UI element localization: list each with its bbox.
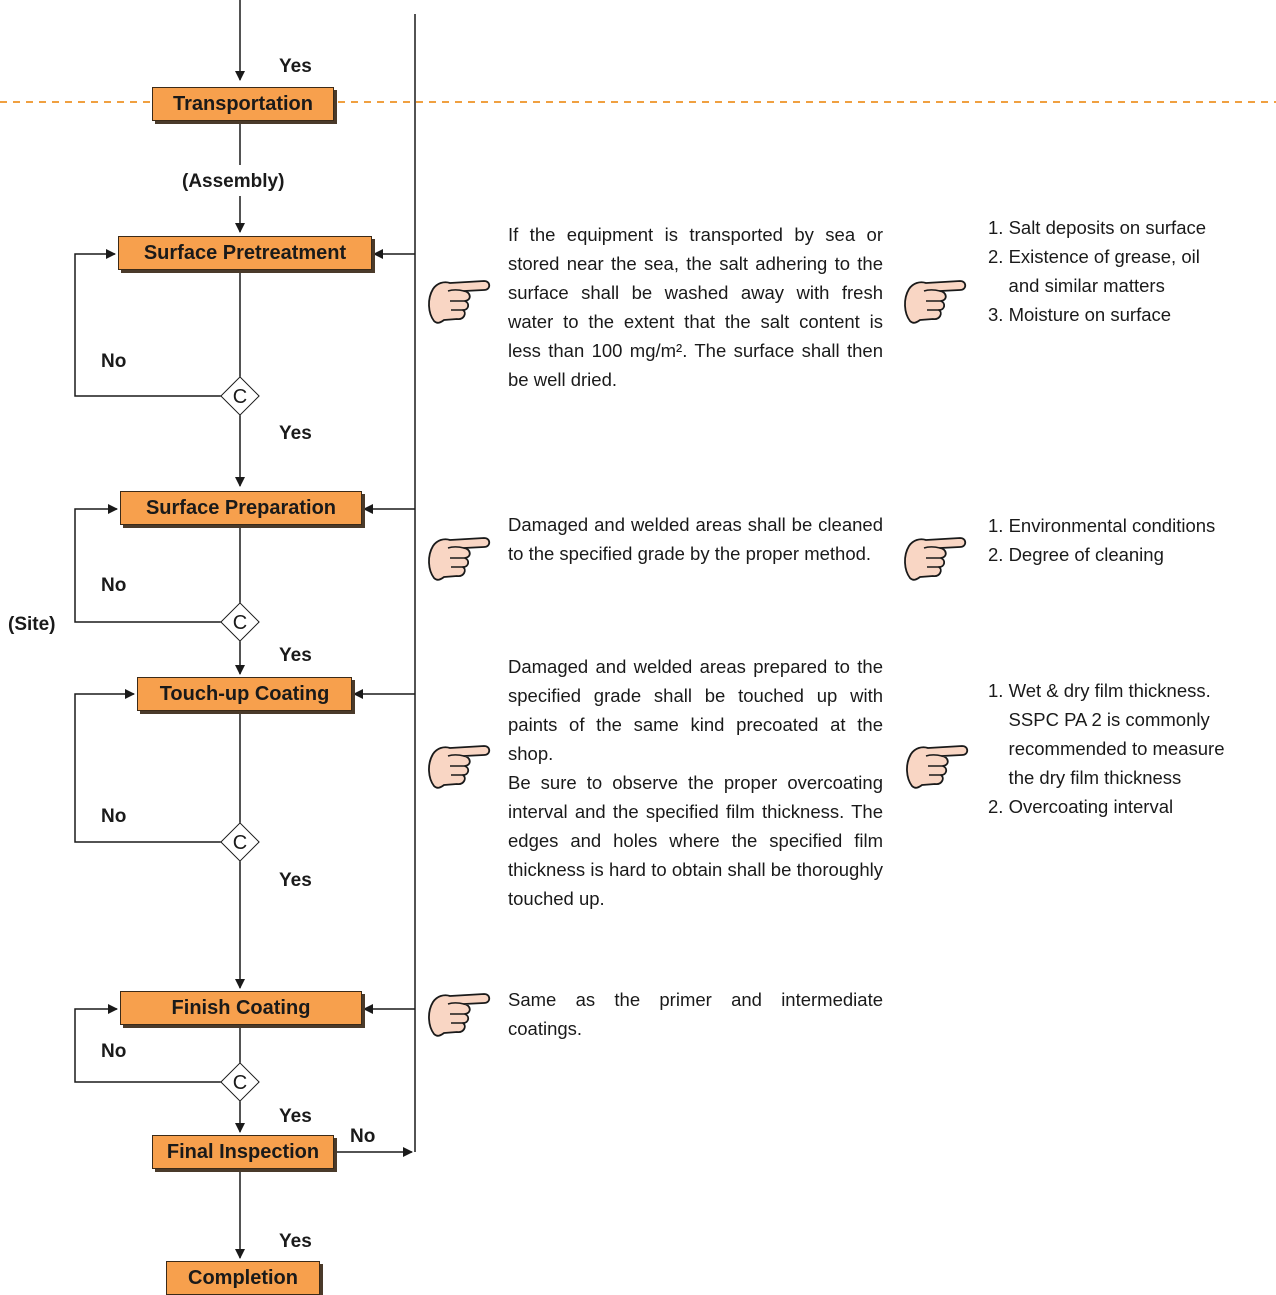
check-label: C <box>232 1072 248 1094</box>
assembly-label: (Assembly) <box>182 171 285 192</box>
finish-coating-box: Finish Coating <box>120 991 362 1025</box>
yes-label: Yes <box>279 645 312 666</box>
transportation-box: Transportation <box>152 87 334 121</box>
yes-label: Yes <box>279 870 312 891</box>
no-label: No <box>101 806 127 827</box>
pointing-hand-icon <box>428 280 491 324</box>
finish-description: Same as the primer and intermediate coat… <box>508 989 883 1039</box>
pretreatment-description: If the equipment is transported by sea o… <box>508 224 883 390</box>
check-label: C <box>232 386 248 408</box>
yes-label: Yes <box>279 423 312 444</box>
completion-box: Completion <box>166 1261 320 1295</box>
preparation-checkpoints: 1. Environmental conditions 2. Degree of… <box>988 515 1216 565</box>
no-label: No <box>101 351 127 372</box>
touch-up-coating-box: Touch-up Coating <box>137 677 352 711</box>
pointing-hand-icon <box>906 745 969 789</box>
no-label: No <box>350 1126 376 1147</box>
touch-up-description: Damaged and welded areas prepared to the… <box>508 656 883 909</box>
pretreatment-checkpoints: 1. Salt deposits on surface 2. Existence… <box>988 217 1207 325</box>
site-label: (Site) <box>8 614 56 635</box>
pointing-hand-icon <box>428 993 491 1037</box>
yes-label: Yes <box>279 1231 312 1252</box>
pointing-hand-icon <box>428 745 491 789</box>
no-label: No <box>101 575 127 596</box>
surface-preparation-box: Surface Preparation <box>120 491 362 525</box>
no-label: No <box>101 1041 127 1062</box>
touch-up-checkpoints: 1. Wet & dry film thickness. SSPC PA 2 i… <box>988 680 1225 817</box>
preparation-description: Damaged and welded areas shall be cleane… <box>508 514 883 564</box>
pointing-hand-icon <box>428 537 491 581</box>
final-inspection-box: Final Inspection <box>152 1135 334 1169</box>
check-label: C <box>232 832 248 854</box>
check-label: C <box>232 612 248 634</box>
yes-label: Yes <box>279 56 312 77</box>
yes-label: Yes <box>279 1106 312 1127</box>
surface-pretreatment-box: Surface Pretreatment <box>118 236 372 270</box>
pointing-hand-icon <box>904 280 967 324</box>
pointing-hand-icon <box>904 537 967 581</box>
